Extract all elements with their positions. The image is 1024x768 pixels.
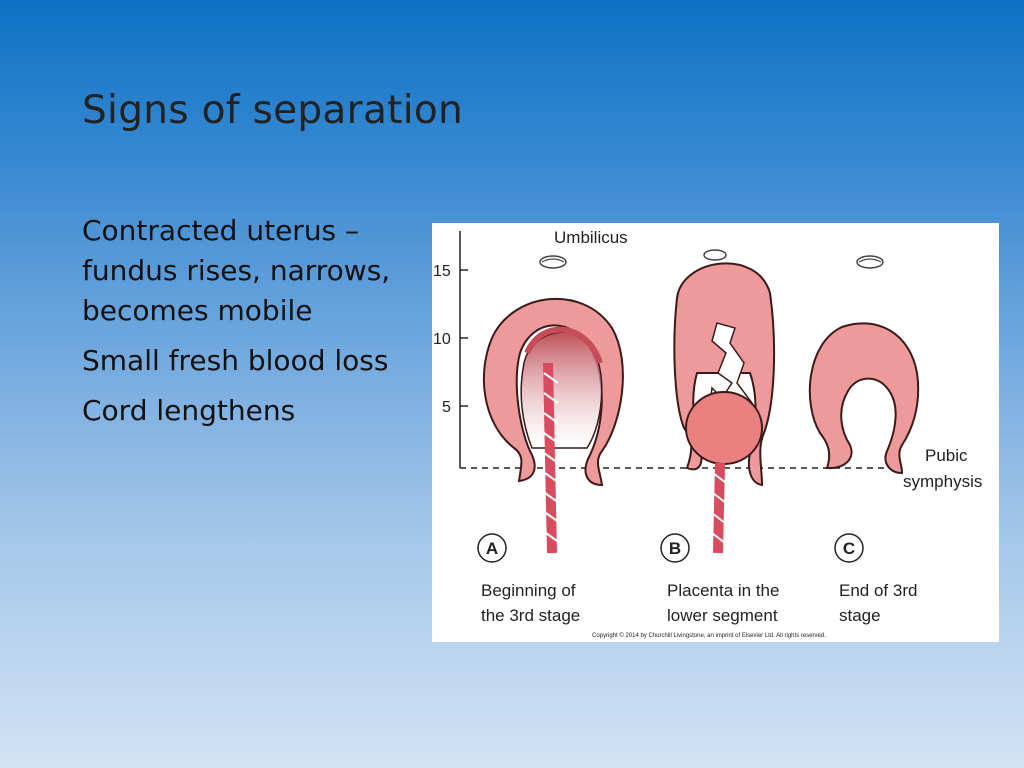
bullet-contracted-uterus: Contracted uterus – fundus rises, narrow… [82,214,391,327]
bullet-cord-lengthens: Cord lengthens [82,394,296,427]
cord-a [543,362,561,554]
caption-a-line1: Beginning of [481,581,576,600]
svg-text:A: A [486,539,498,558]
cord-b [711,462,727,554]
umbilicus-icon-a [539,255,567,269]
pubic-label: Pubic [925,446,968,465]
caption-c-line1: End of 3rd [839,581,917,600]
caption-b-line1: Placenta in the [667,581,779,600]
caption-c-line2: stage [839,606,881,625]
scale-tick-5: 5 [442,399,451,416]
symphysis-label: symphysis [903,472,982,491]
copyright-notice: Copyright © 2014 by Churchill Livingston… [592,632,826,639]
slide-title: Signs of separation [82,88,464,133]
uterus-b [673,249,776,487]
umbilicus-label: Umbilicus [554,228,628,247]
scale-tick-10: 10 [433,331,451,348]
uterus-c [808,322,920,475]
placental-separation-figure: 15 10 5 Umbilicus [432,223,999,642]
caption-a-line2: the 3rd stage [481,606,580,625]
svg-text:B: B [669,539,681,558]
caption-b-line2: lower segment [667,606,778,625]
umbilicus-icon-c [856,255,884,269]
scale-tick-15: 15 [433,263,451,280]
panel-c-letter: C [834,533,864,563]
svg-text:C: C [843,539,855,558]
bullet-list: Contracted uterus – fundus rises, narrow… [82,211,422,441]
uterus-a [482,297,624,487]
figure-svg: 15 10 5 Umbilicus [433,228,982,639]
panel-a-letter: A [477,533,507,563]
panel-b-letter: B [660,533,690,563]
bullet-blood-loss: Small fresh blood loss [82,344,389,377]
